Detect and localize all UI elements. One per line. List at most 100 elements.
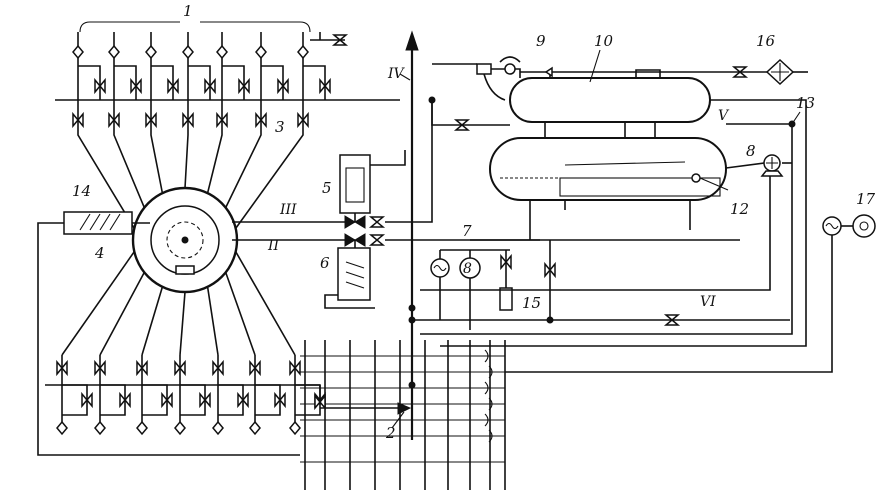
label-15: 15 xyxy=(522,294,541,312)
valve-5 xyxy=(344,215,366,229)
top-tap-bypass xyxy=(114,65,137,100)
drum-axis xyxy=(181,236,189,244)
top-tap-bypass xyxy=(151,65,174,100)
level-return xyxy=(420,176,771,291)
line-13-down xyxy=(420,320,793,335)
valve-6b xyxy=(370,234,384,246)
top-tap-bypass xyxy=(188,65,211,100)
vessel10-feed xyxy=(431,100,510,126)
bundle-crossover xyxy=(488,429,493,443)
top-radial-line xyxy=(150,100,164,194)
junction-node xyxy=(546,316,554,324)
vessel-legs xyxy=(529,200,691,240)
top-radial-lines xyxy=(77,100,304,229)
label-9: 9 xyxy=(536,32,546,50)
bottom-tap-diamond xyxy=(56,421,68,435)
bundle-crossover xyxy=(488,397,493,411)
label-1: 1 xyxy=(183,2,193,20)
junction-node xyxy=(428,96,436,104)
arrow-IV xyxy=(405,30,419,51)
top-tap-diamond xyxy=(108,45,120,59)
line-V-down xyxy=(440,290,807,347)
label-16: 16 xyxy=(756,32,776,50)
label-IV: IV xyxy=(387,66,406,82)
cable-bundle xyxy=(300,96,554,490)
bottom-tap-diamond xyxy=(136,421,148,435)
label-4: 4 xyxy=(94,244,105,262)
level-control-8-mark xyxy=(766,157,778,169)
drive-motor-14 xyxy=(63,211,133,235)
flow-meter-glyph: 8 xyxy=(463,261,472,277)
label-10: 10 xyxy=(594,32,614,50)
bottom-taps xyxy=(56,355,326,435)
bottom-radial-line xyxy=(141,286,164,356)
bottom-radial-line xyxy=(206,286,219,356)
top-radial-line xyxy=(113,100,146,208)
valve9-elbow xyxy=(483,73,506,101)
line-to-2 xyxy=(319,385,405,409)
top-tap-diamond xyxy=(182,45,194,59)
instrument-drops xyxy=(439,277,471,330)
actuator-5 xyxy=(339,154,371,214)
top-tap-diamond xyxy=(297,45,309,59)
top-radial-line xyxy=(206,100,223,194)
drive-coil xyxy=(79,213,121,231)
drum-bottom-joint xyxy=(175,265,195,275)
fan-motor-wave xyxy=(825,222,839,230)
top-tap-bypass xyxy=(303,65,326,100)
vessel10-top-nozzle xyxy=(635,69,661,78)
label-2: 2 xyxy=(385,424,396,442)
top-tap-bypass xyxy=(78,65,101,100)
top-radial-line xyxy=(235,100,304,229)
top-tap-diamond xyxy=(145,45,157,59)
label-VI: VI xyxy=(700,294,716,310)
label-7: 7 xyxy=(462,222,472,240)
label-8: 8 xyxy=(746,142,756,160)
generator-wave xyxy=(433,264,447,272)
top-tap-bypass xyxy=(261,65,284,100)
top-tap-diamond xyxy=(255,45,267,59)
bottom-tap-diamond xyxy=(249,421,261,435)
arrow-2 xyxy=(397,402,412,415)
valve9-disk xyxy=(504,63,516,75)
actuator-6-base xyxy=(324,294,375,309)
bottom-radial-line xyxy=(179,291,186,356)
level-control-8-base xyxy=(760,170,784,177)
label-V: V xyxy=(718,108,730,124)
bundle-crossover xyxy=(484,381,489,395)
top-tap-diamond xyxy=(72,45,84,59)
bundle-crossover xyxy=(488,365,493,379)
line-V xyxy=(710,99,807,290)
bottom-radial-lines xyxy=(61,251,296,356)
line-III-riser xyxy=(385,100,433,223)
internal-baffle xyxy=(564,161,686,166)
actuator-5-top-line xyxy=(370,150,406,166)
leader-10 xyxy=(589,49,601,83)
separator-vessel xyxy=(489,137,727,201)
top-tap-diamond xyxy=(216,45,228,59)
label-17: 17 xyxy=(856,190,876,208)
bottom-radial-line xyxy=(61,251,135,356)
label-13: 13 xyxy=(796,94,815,112)
valve-5b xyxy=(370,216,384,228)
sensor-15 xyxy=(499,287,513,311)
bundle-crossover xyxy=(484,349,489,363)
junction-node xyxy=(408,304,416,312)
left-return-line xyxy=(37,222,300,456)
actuator-6 xyxy=(337,247,371,301)
valve9-line xyxy=(491,68,521,78)
receiver-10 xyxy=(509,77,711,123)
label-II: II xyxy=(267,238,280,254)
actuator-5-spring xyxy=(345,167,365,203)
top-taps xyxy=(72,32,331,127)
valve9-body xyxy=(476,63,492,75)
top-radial-line xyxy=(184,100,189,189)
leader-2 xyxy=(391,411,405,429)
valve9-spring xyxy=(499,56,521,63)
bottom-radial-line xyxy=(99,272,146,356)
label-6: 6 xyxy=(320,254,330,272)
leader-IV xyxy=(399,73,411,81)
top-bracket xyxy=(79,21,311,33)
